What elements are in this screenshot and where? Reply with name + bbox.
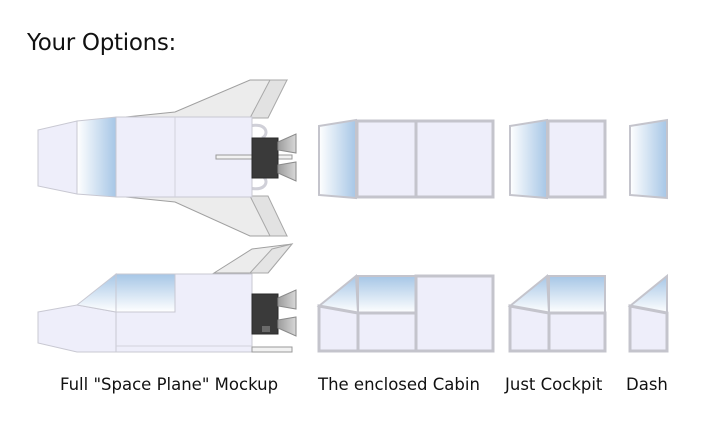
- cabin-canopy: [357, 275, 417, 314]
- canopy: [115, 273, 176, 313]
- lower-wing-tip: [249, 195, 288, 237]
- caption-full-mockup: Full "Space Plane" Mockup: [60, 375, 279, 394]
- nozzle-upper: [277, 133, 297, 154]
- nose-section: [37, 120, 78, 195]
- caption-enclosed-cabin: The enclosed Cabin: [318, 375, 480, 394]
- fuselage-side: [115, 273, 253, 353]
- cockpit-side-view: [507, 273, 607, 353]
- upper-handle: [249, 123, 268, 140]
- caption-dash: Dash: [626, 375, 668, 394]
- nozzle-upper-side: [277, 289, 297, 310]
- cabin-section-2: [414, 119, 495, 199]
- page-heading: Your Options:: [27, 30, 177, 56]
- cockpit-section: [546, 119, 607, 199]
- engine-block: [251, 137, 279, 179]
- canopy-front: [75, 272, 117, 313]
- cabin-rear: [414, 274, 495, 353]
- cockpit-lower: [547, 311, 607, 353]
- landing-skid: [251, 346, 293, 353]
- cabin-section-1: [355, 119, 418, 199]
- windshield: [76, 116, 117, 198]
- cockpit-canopy: [548, 275, 606, 314]
- cockpit-windshield: [509, 118, 548, 200]
- space-plane-side-view: [37, 243, 297, 353]
- cockpit-front-lower: [508, 304, 551, 353]
- nozzle-lower: [277, 161, 297, 182]
- space-plane-top-view: [37, 79, 297, 237]
- nose-side: [37, 304, 117, 353]
- nozzle-lower-side: [277, 316, 297, 337]
- dash-windshield: [629, 118, 668, 200]
- dash-lower: [628, 304, 669, 353]
- enclosed-cabin-top-view: [318, 118, 495, 200]
- dash-side-view: [627, 273, 669, 353]
- caption-just-cockpit: Just Cockpit: [505, 375, 603, 394]
- cabin-lower: [356, 311, 418, 353]
- cockpit-top-view: [509, 118, 607, 200]
- dash-top-view: [629, 118, 668, 200]
- cabin-windshield: [318, 118, 357, 200]
- cabin-front-lower: [317, 304, 360, 353]
- enclosed-cabin-side-view: [316, 273, 495, 353]
- upper-wing-tip: [249, 79, 288, 119]
